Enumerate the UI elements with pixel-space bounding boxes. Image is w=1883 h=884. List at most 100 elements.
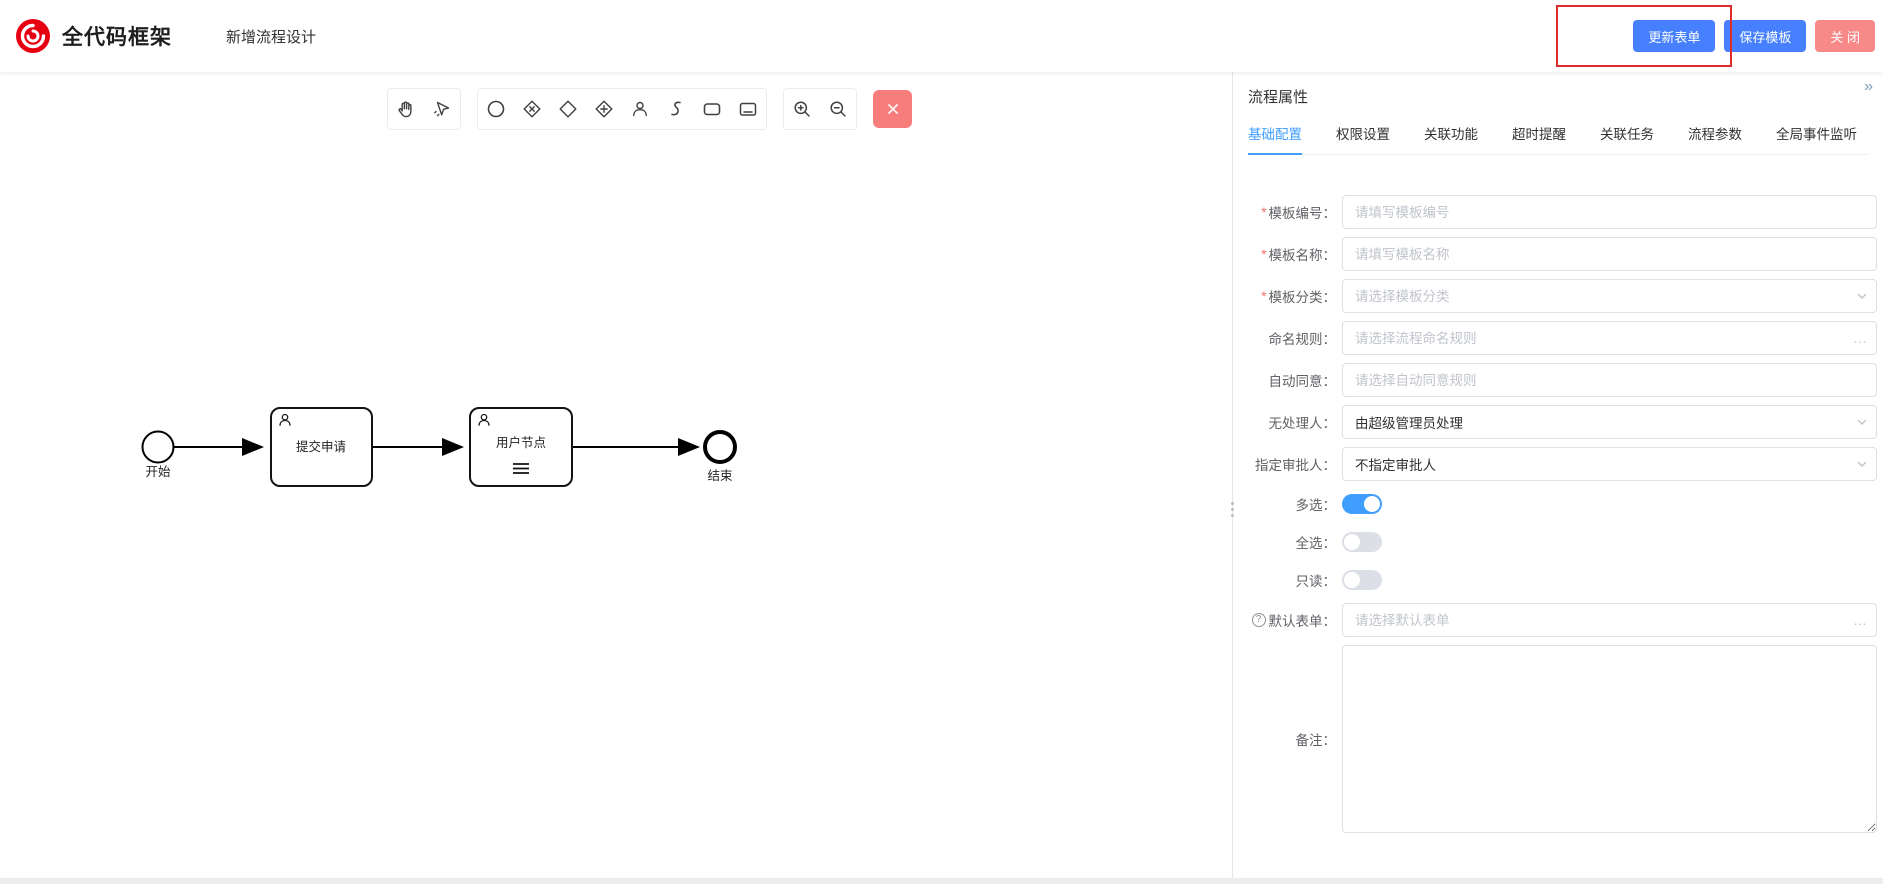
multi-select-toggle[interactable]	[1342, 494, 1382, 514]
form-row-assigned-approver: 指定审批人：	[1234, 447, 1877, 481]
parallel-gateway-shape-button[interactable]	[586, 89, 622, 129]
rounded-rect-icon	[703, 103, 721, 116]
readonly-toggle[interactable]	[1342, 570, 1382, 590]
user-task-icon	[279, 413, 291, 426]
template-name-input[interactable]	[1342, 237, 1877, 271]
template-code-input[interactable]	[1342, 195, 1877, 229]
zoom-out-button[interactable]	[820, 89, 856, 129]
flow-node-end[interactable]: 结束	[703, 430, 737, 483]
form-row-auto-agree: 自动同意：	[1234, 363, 1877, 397]
basic-config-form: * 模板编号： * 模板名称： * 模板分类：	[1234, 195, 1883, 833]
brand-logo-icon	[14, 17, 52, 55]
panel-title: 流程属性	[1248, 89, 1309, 106]
panel-tabs: 基础配置 权限设置 关联功能 超时提醒 关联任务 流程参数 全局事件监听	[1248, 123, 1869, 155]
close-button[interactable]: 关 闭	[1815, 20, 1875, 52]
tab-basic-config[interactable]: 基础配置	[1248, 123, 1302, 155]
form-row-naming-rule: 命名规则： …	[1234, 321, 1877, 355]
s-curve-icon	[671, 101, 681, 116]
help-icon: ?	[1251, 613, 1266, 627]
naming-rule-input[interactable]	[1342, 321, 1877, 355]
tab-related-function[interactable]: 关联功能	[1424, 127, 1478, 142]
bpmn-designer-canvas[interactable]: 开始 提交申请 用户节点	[0, 72, 1234, 878]
tool-group-navigation	[387, 88, 461, 130]
form-row-template-name: * 模板名称：	[1234, 237, 1877, 271]
no-handler-select[interactable]	[1342, 405, 1877, 439]
header-actions: 更新表单 保存模板 关 闭	[1633, 20, 1875, 52]
window-bottom-edge	[0, 878, 1883, 884]
zoom-in-button[interactable]	[784, 89, 820, 129]
tool-group-shapes	[477, 88, 767, 130]
flow-node-start-label: 开始	[145, 465, 171, 479]
panel-header: 流程属性	[1234, 72, 1883, 107]
flow-node-end-label: 结束	[707, 469, 733, 483]
hand-icon	[398, 101, 412, 118]
flow-node-task2-label: 用户节点	[496, 435, 546, 450]
page-title: 新增流程设计	[226, 28, 317, 46]
multi-instance-icon	[513, 463, 529, 474]
zoom-in-icon	[794, 101, 810, 117]
form-row-remark: 备注：	[1234, 645, 1877, 833]
user-task-shape-button[interactable]	[622, 89, 658, 129]
remark-textarea[interactable]	[1342, 645, 1877, 833]
subprocess-icon	[739, 102, 757, 116]
panel-resize-handle[interactable]	[1228, 492, 1237, 526]
tab-process-params[interactable]: 流程参数	[1688, 127, 1742, 142]
auto-agree-label: 自动同意：	[1268, 374, 1337, 389]
update-form-button[interactable]: 更新表单	[1633, 20, 1716, 52]
assigned-approver-select[interactable]	[1342, 447, 1877, 481]
flow-node-task-submit[interactable]: 提交申请	[270, 407, 373, 487]
assigned-approver-label: 指定审批人：	[1255, 458, 1336, 473]
no-handler-label: 无处理人：	[1268, 416, 1337, 431]
circle-event-icon	[487, 100, 505, 118]
template-category-label: * 模板分类：	[1261, 288, 1336, 306]
form-row-no-handler: 无处理人：	[1234, 405, 1877, 439]
form-row-template-category: * 模板分类：	[1234, 279, 1877, 313]
clear-canvas-button[interactable]	[873, 90, 912, 128]
chevron-down-icon[interactable]	[1856, 458, 1868, 470]
form-row-readonly: 只读：	[1234, 565, 1877, 595]
tab-permission[interactable]: 权限设置	[1336, 127, 1390, 142]
flow-node-start[interactable]: 开始	[141, 430, 175, 480]
chevron-down-icon[interactable]	[1856, 290, 1868, 302]
gateway-shape-button[interactable]	[550, 89, 586, 129]
template-name-label: * 模板名称：	[1261, 246, 1336, 264]
tab-timeout-reminder[interactable]: 超时提醒	[1512, 127, 1566, 142]
task-shape-button[interactable]	[694, 89, 730, 129]
form-row-default-form: ? 默认表单： …	[1234, 603, 1877, 637]
form-row-select-all: 全选：	[1234, 527, 1877, 557]
template-code-label: * 模板编号：	[1261, 204, 1336, 222]
app-header: 全代码框架 新增流程设计 更新表单 保存模板 关 闭	[0, 0, 1883, 72]
bpmn-diagram[interactable]: 开始 提交申请 用户节点	[0, 72, 1233, 878]
naming-rule-label: 命名规则：	[1268, 332, 1337, 347]
tab-related-task[interactable]: 关联任务	[1600, 127, 1654, 142]
chevron-down-icon[interactable]	[1856, 416, 1868, 428]
tab-global-event[interactable]: 全局事件监听	[1776, 127, 1857, 142]
flow-node-task1-label: 提交申请	[296, 439, 346, 454]
flow-node-task-user[interactable]: 用户节点	[469, 407, 573, 487]
user-icon	[633, 101, 647, 117]
collapse-panel-icon[interactable]: »	[1864, 78, 1873, 95]
hand-tool-button[interactable]	[388, 89, 424, 129]
lasso-tool-button[interactable]	[424, 89, 460, 129]
save-template-button[interactable]: 保存模板	[1724, 20, 1807, 52]
script-task-shape-button[interactable]	[658, 89, 694, 129]
form-row-multi-select: 多选：	[1234, 489, 1877, 519]
subprocess-shape-button[interactable]	[730, 89, 766, 129]
user-task-icon	[478, 413, 490, 426]
required-mark: *	[1261, 288, 1267, 304]
exclusive-gateway-shape-button[interactable]	[514, 89, 550, 129]
template-category-select[interactable]	[1342, 279, 1877, 313]
readonly-label: 只读：	[1295, 574, 1337, 589]
auto-agree-input[interactable]	[1342, 363, 1877, 397]
ellipsis-icon[interactable]: …	[1853, 612, 1868, 628]
tool-group-zoom	[783, 88, 857, 130]
start-event-shape-button[interactable]	[478, 89, 514, 129]
select-all-toggle[interactable]	[1342, 532, 1382, 552]
select-all-label: 全选：	[1295, 536, 1337, 551]
process-properties-panel: » 流程属性 基础配置 权限设置 关联功能 超时提醒 关联任务 流程参数 全局事…	[1234, 72, 1883, 878]
required-mark: *	[1261, 204, 1267, 220]
default-form-input[interactable]	[1342, 603, 1877, 637]
gateway-x-icon	[523, 100, 541, 118]
ellipsis-icon[interactable]: …	[1853, 330, 1868, 346]
clear-icon	[887, 104, 898, 114]
